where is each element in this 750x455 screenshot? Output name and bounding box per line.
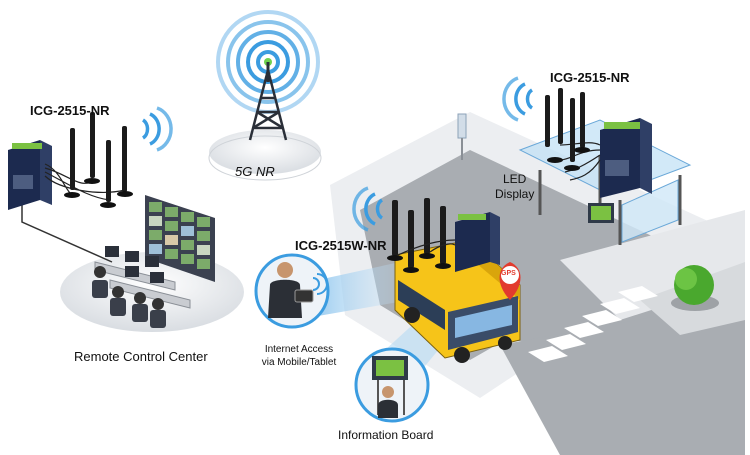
- router-bus-label: ICG-2515W-NR: [295, 238, 387, 253]
- video-wall: [145, 195, 215, 282]
- led-display-label-line2: Display: [495, 187, 535, 201]
- cell-tower-icon: [248, 62, 288, 141]
- lane-line: [499, 394, 506, 453]
- information-board-label: Information Board: [338, 428, 434, 442]
- router-right-antennas: [545, 88, 601, 181]
- tree: [671, 265, 719, 311]
- led-display-label-line1: LED: [503, 172, 527, 186]
- internet-access-line1: Internet Access: [264, 344, 334, 355]
- bus-icon: [394, 239, 521, 363]
- router-left-antennas: [44, 112, 133, 208]
- router-right-icon: [600, 118, 652, 198]
- router-left-label: ICG-2515-NR: [30, 103, 110, 118]
- router-right-label: ICG-2515-NR: [550, 70, 630, 85]
- gps-pin-icon: [499, 262, 521, 300]
- wifi-icon-left: [141, 106, 173, 152]
- five-g-label: 5G NR: [235, 164, 275, 179]
- street-sign: [457, 113, 467, 160]
- tower-pad: [208, 130, 322, 181]
- led-display-label: LED Display: [495, 172, 534, 202]
- operator-desks: [92, 246, 191, 328]
- tower-signal: [216, 10, 320, 114]
- crosswalk: [528, 286, 658, 362]
- remote-control-label: Remote Control Center: [74, 349, 208, 364]
- tablet-user-circle: [254, 253, 330, 329]
- wifi-icon-right: [502, 76, 534, 122]
- network-cable: [21, 200, 113, 263]
- internet-access-label: Internet Access via Mobile/Tablet: [250, 343, 348, 369]
- internet-access-line2: via Mobile/Tablet: [261, 357, 337, 368]
- wifi-icon-bus: [352, 186, 384, 232]
- router-left-icon: [8, 140, 52, 210]
- info-board-circle: [354, 347, 430, 423]
- signal-beam-tablet: [318, 262, 410, 316]
- router-bus-antennas: [387, 198, 456, 273]
- router-bus-icon: [455, 212, 500, 272]
- gps-label: GPS: [501, 270, 516, 277]
